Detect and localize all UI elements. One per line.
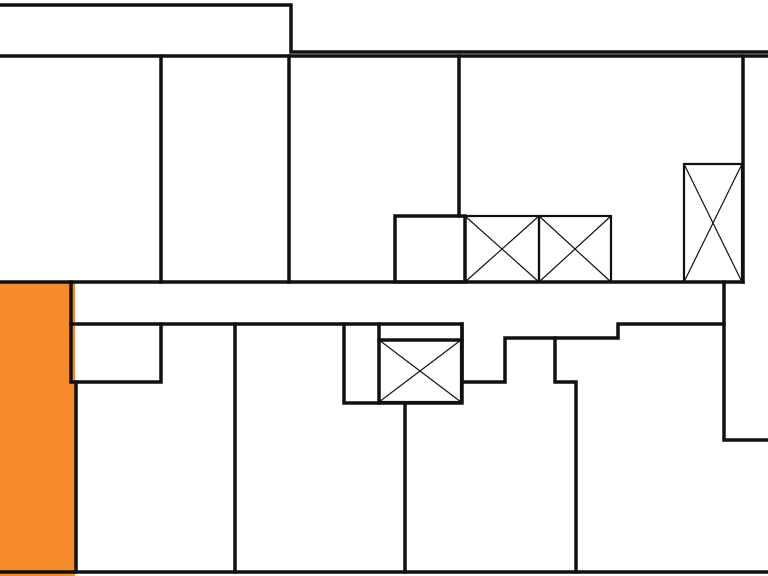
stair-room-outline	[342, 322, 464, 405]
small-room-above-corridor	[393, 214, 467, 284]
shaft-box-2	[537, 214, 613, 284]
lower-left-small-room	[69, 322, 163, 384]
top-left-annex-wall	[0, 3, 768, 54]
corridor-south-wall	[69, 322, 726, 384]
east-annex-wall	[722, 280, 768, 442]
shaft-box-3	[682, 162, 744, 284]
highlighted-room[interactable]	[0, 283, 75, 576]
lower-partition-3	[553, 336, 578, 574]
shaft-box-1	[463, 214, 541, 284]
shaft-box-4	[377, 338, 463, 404]
